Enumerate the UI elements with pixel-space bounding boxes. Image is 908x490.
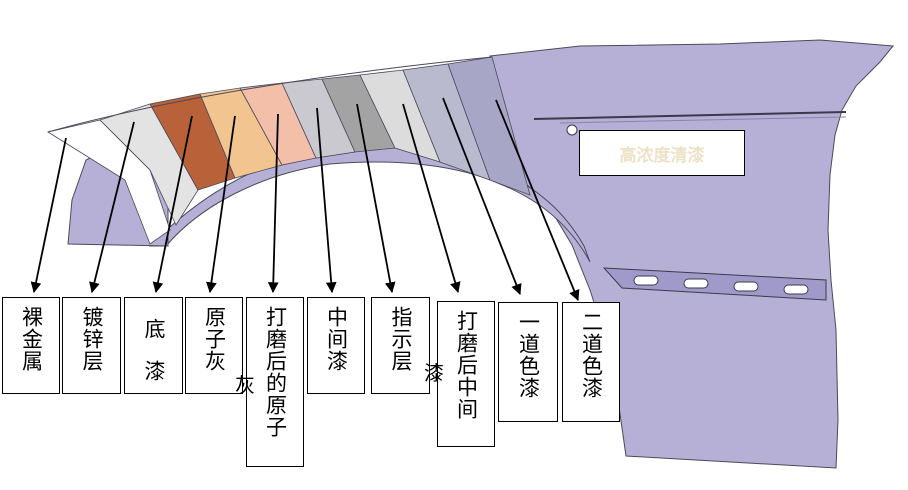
arrow-sanded-putty [267, 113, 279, 294]
panel-crease-line [533, 111, 847, 120]
label-base-coat-2-text: 二道色漆 [579, 311, 604, 399]
arrow-bare-metal [30, 137, 67, 294]
label-sanded-intermediate-text: 打磨后中间 [454, 310, 479, 420]
label-guide-coat-text: 指示层 [389, 306, 413, 372]
arrow-sanded-intermediate [402, 103, 461, 294]
vent-strip [602, 267, 827, 301]
label-sanded-intermediate: 打磨后中间 [437, 301, 495, 447]
clearcoat-callout-text: 高浓度清漆 [619, 145, 705, 166]
arrow-base-coat-1 [442, 97, 522, 296]
vent-slot [733, 281, 759, 292]
clearcoat-callout: 高浓度清漆 [579, 130, 745, 176]
label-primer-text-bottom: 漆 [142, 359, 166, 382]
label-sanded-intermediate-tail: 漆 [424, 361, 444, 385]
layer-top-edge [47, 56, 493, 133]
vent-slot [633, 275, 659, 286]
label-guide-coat: 指示层 [371, 297, 430, 394]
label-sanded-putty-tail: 灰 [235, 373, 255, 397]
label-bare-metal-text: 裸金属 [19, 306, 44, 372]
label-base-coat-1-text: 一道色漆 [516, 311, 541, 399]
label-primer: 底 漆 [124, 297, 183, 394]
label-base-coat-2: 二道色漆 [562, 302, 620, 422]
label-galvanized-text: 镀锌层 [80, 306, 104, 372]
label-bare-metal: 裸金属 [2, 297, 60, 394]
arrow-putty [206, 115, 236, 294]
arrow-intermediate-coat [316, 107, 337, 294]
band-base-coat-2 [447, 56, 531, 196]
band-galvanized [99, 103, 199, 226]
vent-slot [783, 284, 809, 295]
label-putty: 原子灰 [185, 297, 243, 394]
vent-slot [683, 278, 709, 289]
label-putty-text: 原子灰 [202, 306, 227, 372]
vent-slots [633, 275, 809, 295]
arrow-base-coat-2 [495, 99, 580, 301]
arrow-primer [152, 115, 193, 294]
label-intermediate-coat: 中间漆 [307, 297, 365, 394]
label-primer-text-top: 底 [142, 317, 166, 340]
label-sanded-putty-text: 打磨后的原子 [263, 306, 288, 438]
arrow-guide-coat [356, 103, 396, 294]
panel-crease-shadow [559, 116, 847, 124]
arrow-galvanized [89, 121, 135, 294]
panel-hole [566, 124, 578, 136]
label-base-coat-1: 一道色漆 [498, 302, 558, 422]
label-sanded-putty: 打磨后的原子 [246, 297, 304, 467]
leader-arrows [30, 97, 580, 301]
label-intermediate-coat-text: 中间漆 [324, 306, 349, 372]
label-galvanized: 镀锌层 [62, 297, 121, 394]
